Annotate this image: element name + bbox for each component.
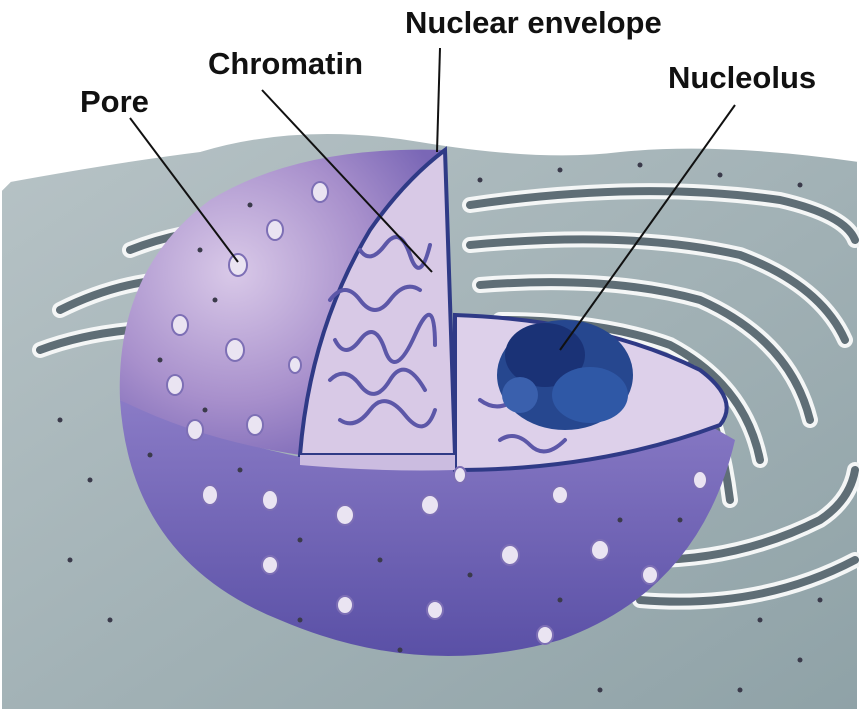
envelope-leader [437,48,440,152]
pore-label: Pore [80,84,149,120]
nucleolus [497,320,633,430]
nuclear-envelope-label: Nuclear envelope [405,5,662,41]
chromatin-label: Chromatin [208,46,363,82]
nucleolus-label: Nucleolus [668,60,816,96]
